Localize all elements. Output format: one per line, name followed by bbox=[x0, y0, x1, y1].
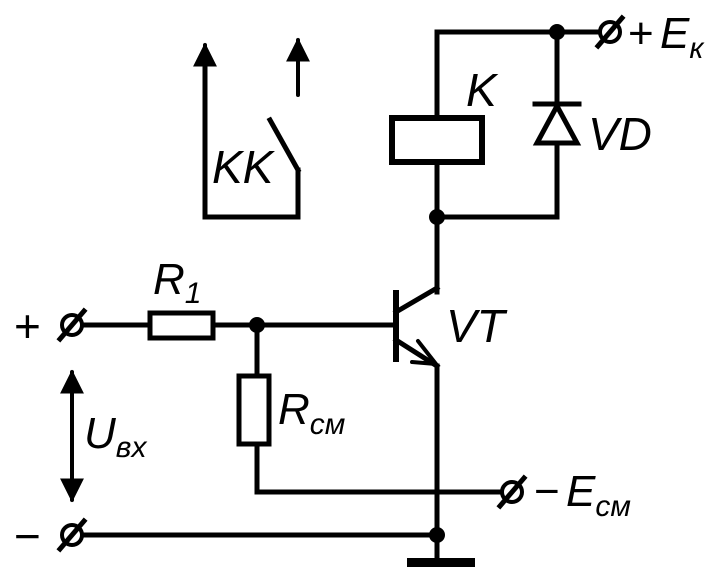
input-plus-sign: + bbox=[14, 300, 41, 352]
common-wire bbox=[81, 532, 440, 565]
relay-coil-label: K bbox=[466, 64, 499, 116]
junction-dot-collector bbox=[429, 209, 445, 225]
diode-label: VD bbox=[588, 108, 652, 160]
resistor-r1-label: R1 bbox=[153, 255, 201, 310]
diode-vd bbox=[532, 97, 582, 153]
input-voltage-label: Uвх bbox=[84, 409, 147, 464]
base-wiring bbox=[79, 322, 503, 495]
junction-dot-ground bbox=[429, 527, 445, 543]
input-terminal-minus-slash bbox=[56, 517, 88, 553]
relay-contact-label: KK bbox=[212, 141, 276, 193]
input-minus-sign: − bbox=[14, 510, 41, 562]
collector-supply-wires bbox=[434, 29, 603, 295]
resistor-rcm-label: Rсм bbox=[278, 385, 345, 441]
resistor-rcm bbox=[236, 373, 272, 447]
bias-sign: − bbox=[534, 467, 560, 516]
junction-dot-top bbox=[549, 24, 565, 40]
transistor-label: VT bbox=[446, 300, 508, 352]
junction-dot-base bbox=[249, 317, 265, 333]
input-terminal-plus-slash bbox=[56, 307, 88, 343]
supply-sign: + bbox=[628, 9, 654, 58]
supply-label: Eк bbox=[660, 9, 705, 65]
transistor-vt bbox=[392, 284, 441, 538]
supply-terminal-slash bbox=[594, 14, 626, 50]
resistor-r1 bbox=[147, 310, 216, 341]
relay-contact-kk bbox=[193, 37, 310, 220]
bias-label: Eсм bbox=[566, 467, 631, 523]
bias-terminal-slash bbox=[496, 474, 528, 510]
ground-bar bbox=[407, 558, 475, 567]
relay-coil-k bbox=[389, 115, 485, 165]
